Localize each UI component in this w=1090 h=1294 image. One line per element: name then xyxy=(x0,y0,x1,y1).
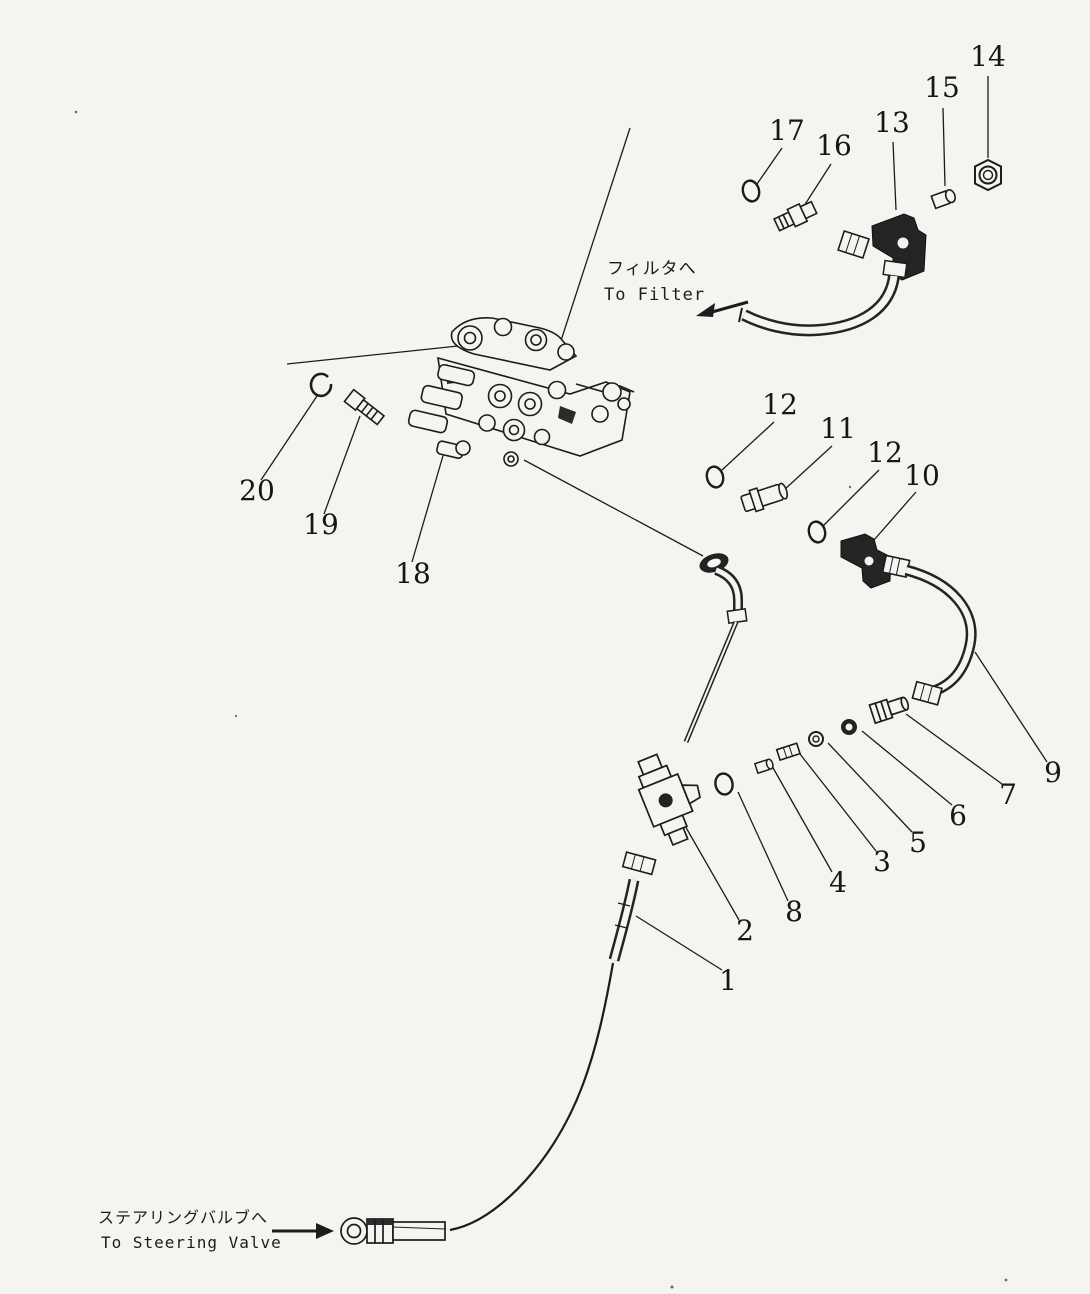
text-annotations: フィルタへ To Filter ステアリングバルブへ To Steering V… xyxy=(98,259,705,1252)
tube-line xyxy=(683,621,739,743)
callout-4: 4 xyxy=(829,866,847,899)
leader-line xyxy=(286,345,459,365)
callout-10: 10 xyxy=(904,459,940,492)
leader-line xyxy=(861,730,953,806)
scan-specks xyxy=(74,110,1008,1289)
leader-line xyxy=(974,651,1048,763)
to-filter-label-en: To Filter xyxy=(604,285,705,305)
leader-line xyxy=(323,415,361,515)
to-filter-label-jp: フィルタへ xyxy=(607,259,697,279)
ring-5 xyxy=(808,731,824,747)
nut-14 xyxy=(974,158,1002,192)
elbow-fitting-13 xyxy=(837,213,927,281)
nipple-3 xyxy=(775,742,802,762)
leader-line xyxy=(635,915,723,971)
callout-3: 3 xyxy=(873,845,891,878)
snap-ring-20 xyxy=(309,372,333,398)
o-ring-12a xyxy=(705,465,725,489)
callout-5: 5 xyxy=(909,826,927,859)
joint-valve-2 xyxy=(637,753,701,847)
callout-6: 6 xyxy=(949,799,967,832)
to-steering-label-en: To Steering Valve xyxy=(101,1233,282,1252)
ring-6 xyxy=(841,719,857,735)
to-steering-label-jp: ステアリングバルブへ xyxy=(98,1208,268,1227)
leader-line xyxy=(799,753,877,852)
leader-line xyxy=(555,127,631,357)
leader-line xyxy=(905,713,1003,785)
leader-line xyxy=(411,441,448,563)
callout-17: 17 xyxy=(769,114,805,147)
hose-to-filter xyxy=(738,274,900,337)
o-ring-17 xyxy=(741,179,761,203)
callout-15: 15 xyxy=(924,71,960,104)
leader-line xyxy=(523,459,704,557)
steering-arrow xyxy=(272,1223,334,1239)
valve-spool-stack xyxy=(407,363,476,459)
leader-line xyxy=(873,491,917,541)
o-ring-12b xyxy=(807,520,827,544)
callout-19: 19 xyxy=(303,508,339,541)
leader-line xyxy=(771,765,833,873)
callout-14: 14 xyxy=(970,40,1006,73)
leader-line xyxy=(260,395,318,481)
leader-line xyxy=(892,141,897,211)
callout-1: 1 xyxy=(719,964,737,997)
callout-9: 9 xyxy=(1044,756,1062,789)
callout-20: 20 xyxy=(239,474,275,507)
callout-12a: 12 xyxy=(762,388,798,421)
bolt-19 xyxy=(343,388,386,426)
plug-4 xyxy=(753,758,774,775)
leader-line xyxy=(683,823,740,921)
callout-18: 18 xyxy=(395,557,431,590)
connector-7 xyxy=(868,696,910,725)
callout-13: 13 xyxy=(874,106,910,139)
callout-8: 8 xyxy=(785,895,803,928)
nipple-16 xyxy=(773,200,818,232)
o-ring-8 xyxy=(714,772,734,796)
callout-numbers: 14 15 13 16 17 12 11 12 10 20 19 18 9 7 … xyxy=(239,40,1062,997)
callout-2: 2 xyxy=(736,914,754,947)
leader-line xyxy=(756,147,783,185)
callout-11: 11 xyxy=(820,412,856,445)
plug-15 xyxy=(930,189,956,210)
hose-1 xyxy=(608,851,657,962)
leader-line xyxy=(721,421,775,471)
callout-7: 7 xyxy=(999,778,1017,811)
steering-hose-end-fitting xyxy=(340,1217,446,1245)
joint-11 xyxy=(740,482,789,513)
control-valve-assembly xyxy=(407,316,635,467)
steering-hose-line xyxy=(449,962,615,1232)
leader-line xyxy=(822,469,880,527)
callout-12b: 12 xyxy=(867,436,903,469)
leader-line xyxy=(737,791,789,902)
leader-lines xyxy=(260,76,1048,971)
callout-16: 16 xyxy=(816,129,852,162)
leader-line xyxy=(783,445,833,491)
elbow-fitting-center xyxy=(699,553,748,625)
elbow-fitting-10 xyxy=(840,533,892,589)
leader-line xyxy=(827,742,913,833)
leader-line xyxy=(942,107,946,187)
leader-line xyxy=(803,163,832,207)
hose-9 xyxy=(881,554,977,706)
filter-arrow xyxy=(696,300,749,317)
